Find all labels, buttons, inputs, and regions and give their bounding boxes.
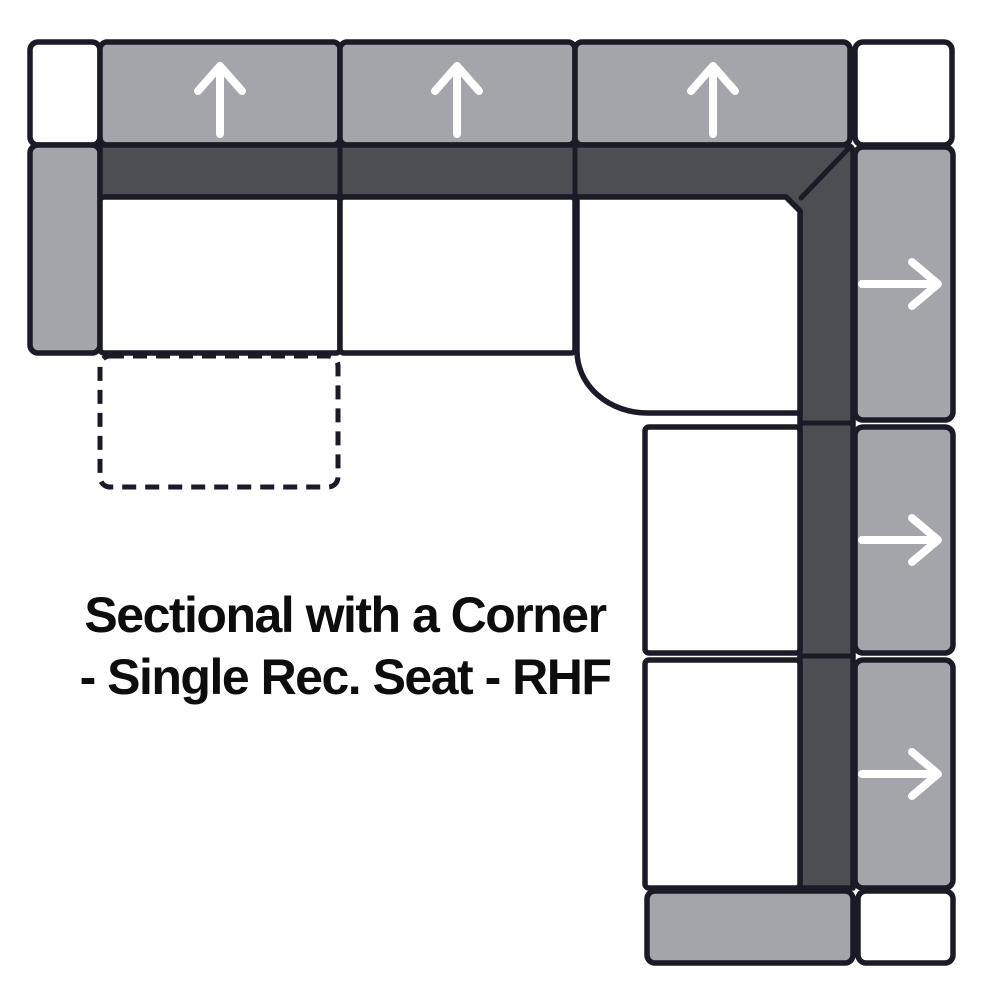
arrow-up-icon xyxy=(194,62,246,138)
arrow-right-icon xyxy=(858,258,942,310)
diagram-title: Sectional with a Corner - Single Rec. Se… xyxy=(30,584,660,708)
corner-seat xyxy=(572,194,803,416)
armrest-panel-bottom-right xyxy=(855,888,956,966)
arrow-up-icon xyxy=(431,62,483,138)
bottom-armrest xyxy=(644,888,856,966)
backrest-miter-seam xyxy=(798,145,852,201)
armrest-panel-top-right xyxy=(852,39,955,148)
seat-cushion-1 xyxy=(97,194,343,356)
seat-cushion-3 xyxy=(642,424,803,656)
recliner-footrest-outline xyxy=(97,353,341,490)
arrow-right-icon xyxy=(858,748,942,800)
seat-cushion-4 xyxy=(642,657,803,891)
seat-cushion-2 xyxy=(337,194,578,356)
left-armrest xyxy=(27,142,103,356)
arrow-right-icon xyxy=(858,514,942,566)
diagram-title-line-2: - Single Rec. Seat - RHF xyxy=(79,649,612,705)
armrest-panel-top-left xyxy=(27,39,103,148)
arrow-up-icon xyxy=(687,62,739,138)
diagram-title-line-1: Sectional with a Corner xyxy=(84,587,607,643)
